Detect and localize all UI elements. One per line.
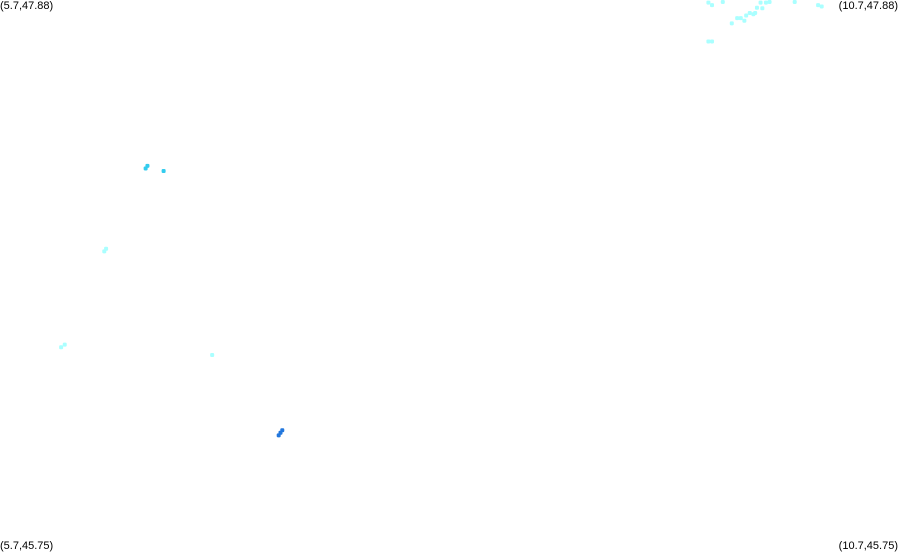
map-point (710, 39, 715, 44)
map-point (706, 0, 711, 5)
map-point (819, 4, 824, 9)
map-point (59, 345, 64, 350)
map-point (720, 0, 725, 4)
map-point (280, 428, 285, 433)
map-point (710, 3, 715, 8)
map-point (763, 0, 768, 5)
map-point (210, 353, 215, 358)
map-point (738, 16, 743, 21)
map-point (747, 10, 752, 15)
map-point (758, 0, 763, 5)
map-point (816, 3, 821, 8)
map-point (753, 10, 758, 15)
corner-label-top-left: (5.7,47.88) (0, 0, 54, 12)
map-point (62, 342, 67, 347)
map-point (754, 5, 759, 10)
map-point (729, 21, 734, 26)
map-point (145, 163, 150, 168)
corner-label-bottom-left: (5.7,45.75) (0, 540, 54, 552)
map-point (792, 0, 797, 4)
map-point (104, 246, 109, 251)
map-point (735, 16, 740, 21)
map-point (760, 6, 765, 11)
map-point (161, 169, 166, 174)
map-point (706, 39, 711, 44)
corner-label-bottom-right: (10.7,45.75) (838, 540, 898, 552)
map-point (767, 0, 772, 4)
map-point (744, 13, 749, 18)
corner-label-top-right: (10.7,47.88) (838, 0, 898, 12)
map-point (742, 18, 747, 23)
